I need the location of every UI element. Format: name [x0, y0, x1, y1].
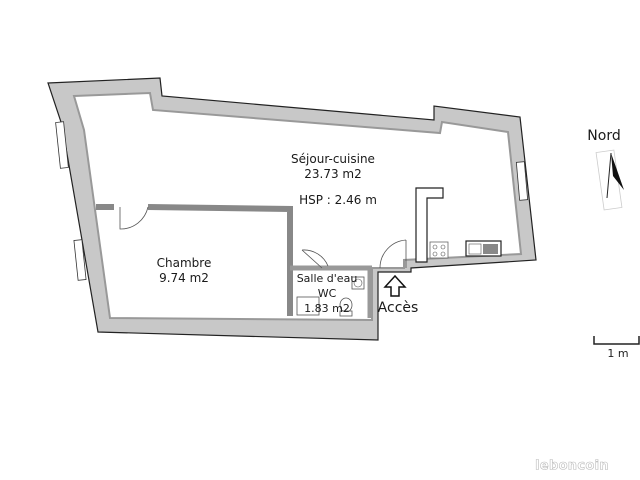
- ceiling-height-label: HSP : 2.46 m: [299, 193, 377, 207]
- entrance-door: [379, 239, 407, 269]
- room-label-chambre: Chambre 9.74 m2: [157, 256, 212, 286]
- room-name: Séjour-cuisine: [291, 152, 375, 166]
- window-right: [515, 161, 529, 201]
- window-left-top: [55, 121, 69, 169]
- room-name: Chambre: [156, 256, 212, 270]
- bathroom-wall: [290, 265, 373, 318]
- shower: [296, 296, 320, 316]
- bedroom-wall: [96, 204, 293, 316]
- room-label-sejour: Séjour-cuisine 23.73 m2: [291, 152, 375, 182]
- north-arrow-icon: [595, 149, 624, 211]
- window-left-bottom: [73, 239, 87, 281]
- room-sub: WC: [317, 287, 337, 300]
- room-label-salle-eau: Salle d'eau WC 1.83 m2: [297, 271, 358, 316]
- kitchen-counter: [415, 187, 444, 263]
- interior-space: [72, 91, 523, 322]
- entrance-label: Accès: [377, 300, 419, 316]
- compass-label: Nord: [587, 128, 621, 144]
- cooktop: [429, 241, 449, 259]
- bathroom-door: [301, 249, 329, 269]
- entrance-arrow-icon: [383, 274, 407, 297]
- room-name: Salle d'eau: [296, 272, 358, 285]
- room-area: 9.74 m2: [159, 271, 209, 285]
- watermark: leboncoin: [535, 458, 609, 474]
- kitchen-sink: [465, 240, 502, 257]
- scale-bar: [593, 336, 640, 345]
- scale-label: 1 m: [607, 347, 629, 360]
- room-area: 23.73 m2: [304, 167, 362, 181]
- room-area: 1.83 m2: [304, 302, 350, 315]
- bedroom-door: [119, 206, 149, 230]
